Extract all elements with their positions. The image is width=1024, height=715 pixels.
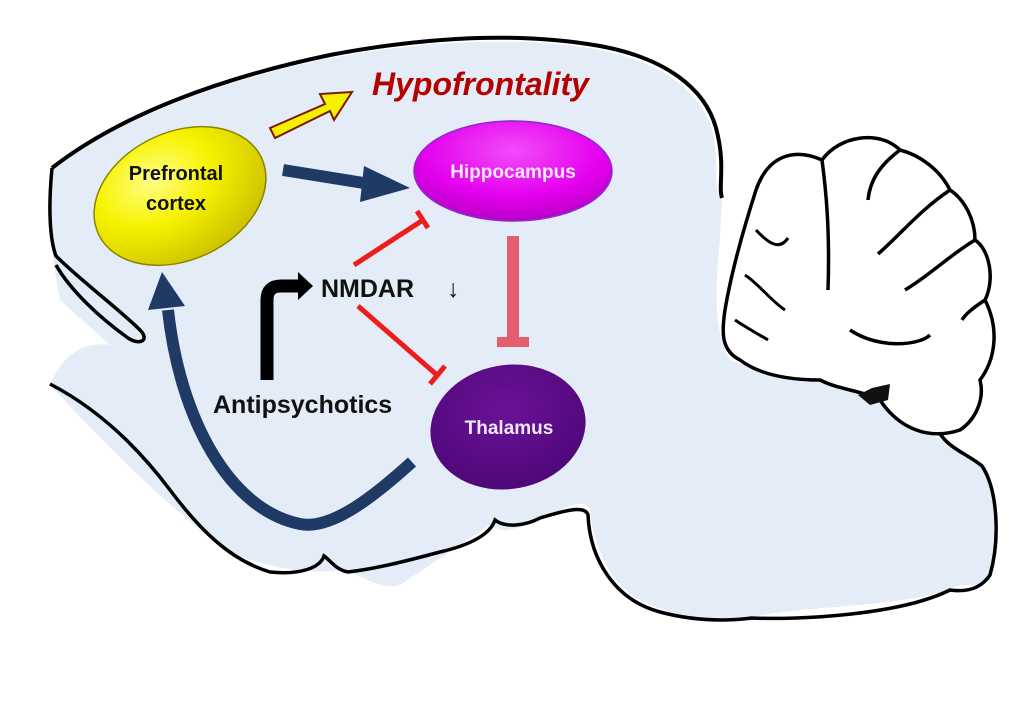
nmdar-down-arrow-icon: ↓ [447, 275, 460, 303]
thalamus-label: Thalamus [465, 418, 554, 439]
hippocampus-inhibits-thalamus [497, 236, 529, 347]
cerebellum [721, 135, 996, 436]
antipsychotics-to-nmdar-arrow [260, 272, 313, 380]
prefrontal-cortex-node: Prefrontal cortex [93, 125, 267, 267]
nmdar-label: NMDAR [321, 275, 414, 303]
hypofrontality-title: Hypofrontality [372, 66, 591, 102]
brain-outline [50, 41, 995, 621]
brain-bottom-contour [49, 382, 998, 622]
hippocampus-node: Hippocampus [413, 120, 613, 222]
prefrontal-label-line1: Prefrontal [129, 163, 223, 185]
antipsychotics-label: Antipsychotics [213, 391, 392, 419]
olfactory-contour [48, 167, 146, 344]
prefrontal-to-hippocampus-arrow [282, 164, 410, 202]
prefrontal-label-line2: cortex [146, 193, 206, 215]
nmdar-inhibits-thalamus [356, 304, 447, 386]
thalamus-to-prefrontal-arrow [148, 272, 417, 531]
nmdar-inhibits-hippocampus [352, 209, 431, 268]
hypofrontality-arrow [268, 90, 354, 140]
hippocampus-label: Hippocampus [450, 162, 576, 183]
thalamus-node: Thalamus [430, 364, 586, 490]
brain-top-contour [50, 35, 724, 199]
